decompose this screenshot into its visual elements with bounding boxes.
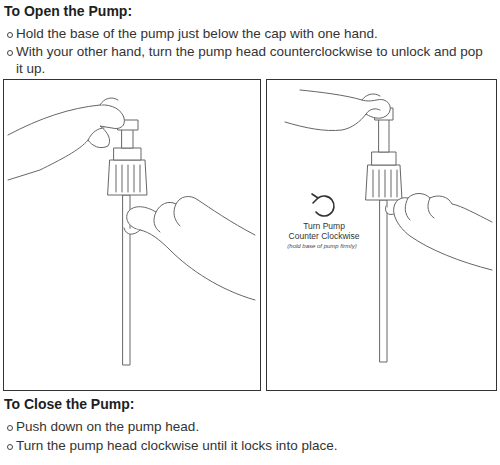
instruction-step: With your other hand, turn the pump head… [16,43,486,78]
bullet-marker [7,50,13,56]
bullet-marker [7,425,13,431]
instruction-step: Hold the base of the pump just below the… [16,25,496,42]
section-heading: To Close the Pump: [4,396,484,414]
panel-note: (hold base of pump firmly) [276,243,368,251]
bullet-marker [7,32,13,38]
instruction-step: Push down on the pump head. [16,418,496,435]
panel-caption: Turn Pump Counter Clockwise [288,221,360,241]
section-heading: To Open the Pump: [4,3,484,21]
instruction-step: Turn the pump head clockwise until it lo… [16,437,496,454]
bullet-marker [7,444,13,450]
